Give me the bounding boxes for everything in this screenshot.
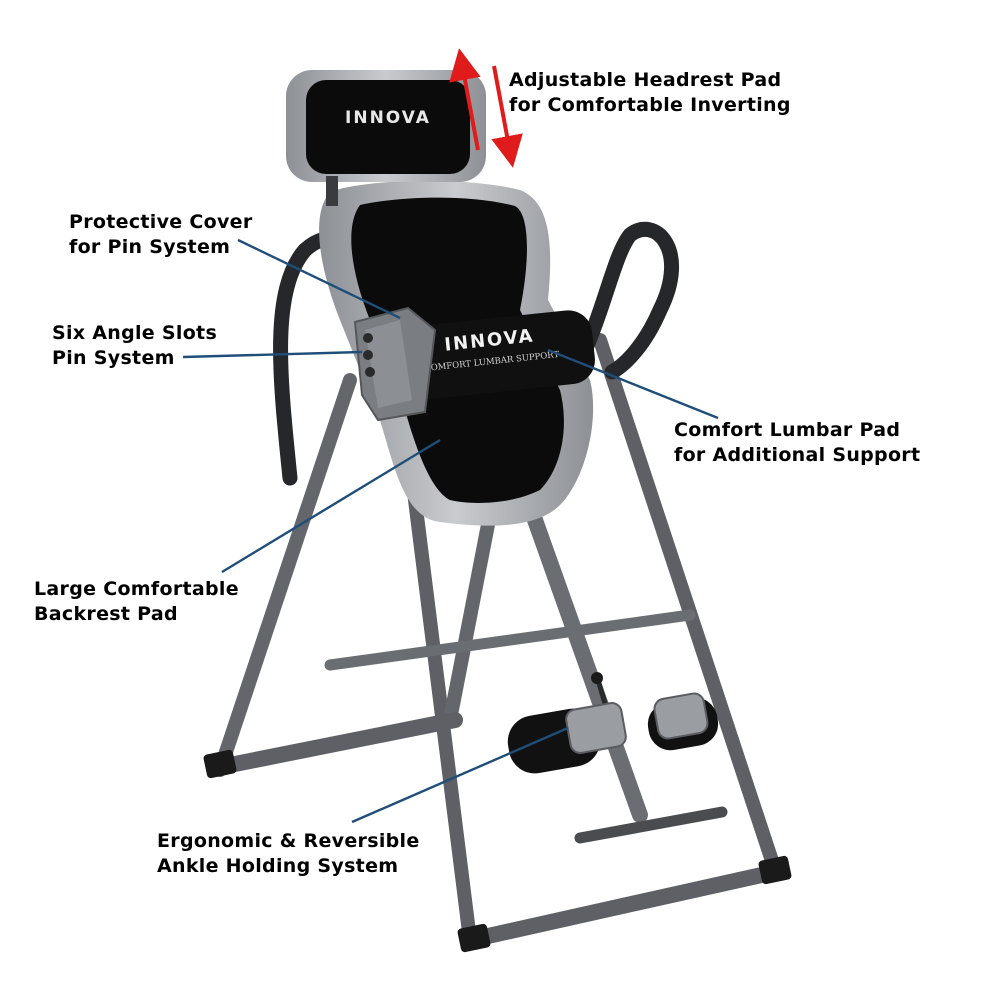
arrow-up [449, 48, 481, 151]
main-shaft [527, 512, 648, 823]
callout-slots-line2: Pin System [52, 347, 175, 369]
callout-headrest-line2: for Comfortable Inverting [509, 94, 791, 116]
leader-lines [182, 238, 719, 824]
callout-angle-slots: Six Angle Slots Pin System [52, 321, 217, 371]
leader-ankle [351, 726, 569, 824]
foot-cap [203, 749, 237, 779]
ankle-holding-system [507, 672, 719, 774]
pin-system-housing [353, 306, 437, 422]
right-handle [552, 222, 679, 403]
front-foot-bar [207, 712, 463, 776]
callout-ankle-line2: Ankle Holding System [157, 855, 399, 877]
lumbar-pad: INNOVA COMFORT LUMBAR SUPPORT [397, 310, 595, 400]
cross-bar [324, 609, 696, 671]
callout-cover-line2: for Pin System [69, 236, 231, 258]
leader-cover [237, 238, 401, 320]
adjust-arrows [449, 48, 523, 168]
pin-slot [363, 350, 373, 360]
frame [203, 333, 792, 953]
headrest-logo: INNOVA [345, 108, 431, 128]
ankle-clamp-right [653, 692, 709, 740]
callout-ankle-line1: Ergonomic & Reversible [157, 830, 420, 852]
callout-ankle-system: Ergonomic & Reversible Ankle Holding Sys… [157, 829, 420, 879]
callout-cover-line1: Protective Cover [69, 211, 253, 233]
pin-slot [363, 333, 373, 343]
callout-lumbar-line2: for Additional Support [674, 444, 921, 466]
rear-foot-bar [462, 864, 783, 948]
callout-headrest: Adjustable Headrest Pad for Comfortable … [509, 68, 791, 118]
callout-slots-line1: Six Angle Slots [52, 322, 218, 344]
leader-lumbar [547, 348, 719, 420]
callout-backrest-pad: Large Comfortable Backrest Pad [34, 577, 239, 627]
foot-cap [457, 923, 491, 953]
callout-backrest-line1: Large Comfortable [34, 578, 239, 600]
foot-cap [758, 855, 792, 885]
headrest-pad: INNOVA [286, 70, 486, 206]
foot-rest-bar [574, 806, 728, 844]
pin-slot [365, 367, 375, 377]
leader-slots [182, 350, 363, 359]
callout-backrest-line2: Backrest Pad [34, 603, 178, 625]
callout-lumbar-pad: Comfort Lumbar Pad for Additional Suppor… [674, 418, 920, 468]
callout-headrest-line1: Adjustable Headrest Pad [509, 69, 782, 91]
callout-lumbar-line1: Comfort Lumbar Pad [674, 419, 901, 441]
front-left-leg [213, 373, 357, 777]
headrest-post [326, 176, 338, 206]
arrow-down [491, 65, 523, 168]
callout-protective-cover: Protective Cover for Pin System [69, 210, 253, 260]
rear-right-leg [593, 333, 782, 877]
ankle-clamp-left [565, 702, 627, 754]
leader-backrest [221, 438, 441, 574]
